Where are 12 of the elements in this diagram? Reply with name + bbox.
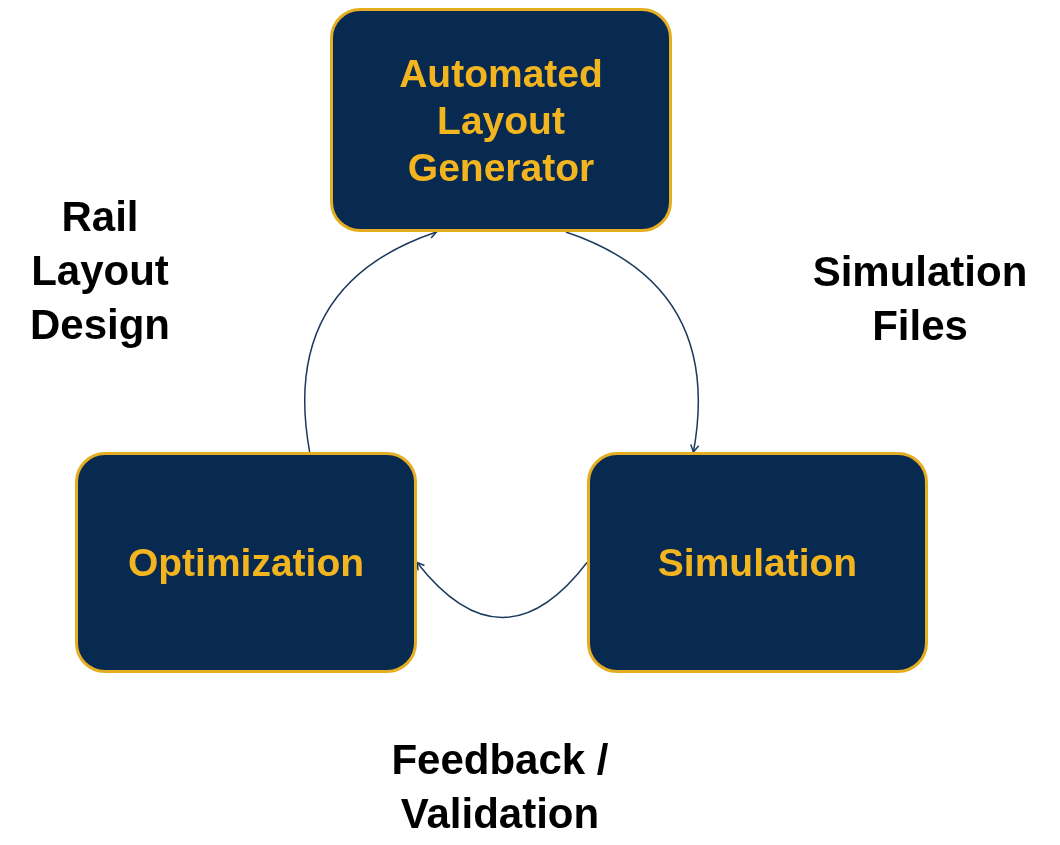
edge-label: Simulation Files	[812, 248, 1028, 349]
curved-arrow	[303, 230, 438, 453]
process-box	[330, 8, 672, 232]
box-label: Simulation	[657, 540, 858, 586]
box-label: Optimization	[127, 540, 365, 586]
edge-label: Rail Layout Design	[30, 193, 170, 348]
edge-label: Feedback / Validation	[391, 736, 609, 837]
box-label: Automated Layout Generator	[398, 50, 604, 191]
process-box	[75, 452, 417, 673]
process-box	[587, 452, 928, 673]
curved-arrow	[416, 561, 588, 619]
curved-arrow	[565, 231, 700, 453]
